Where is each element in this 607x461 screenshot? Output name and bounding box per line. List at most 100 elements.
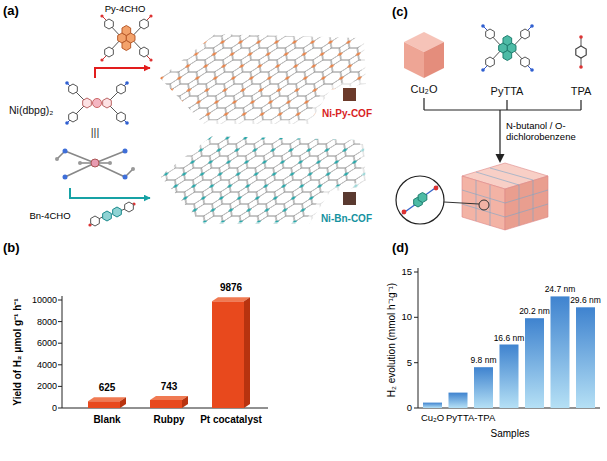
bar <box>474 367 493 408</box>
tpa-molecule <box>579 35 583 39</box>
cof-coated-cube <box>402 210 407 215</box>
pytta-molecule <box>530 68 534 72</box>
ni-complex-3d-model <box>91 159 99 167</box>
py-4cho-molecule <box>105 47 114 57</box>
tick-label: 2000 <box>37 381 57 392</box>
pytta-molecule <box>503 51 512 61</box>
ni-complex-3d-model <box>55 149 135 180</box>
bar <box>150 400 182 408</box>
pytta-molecule <box>483 26 532 70</box>
ni-complex-3d-model <box>78 161 82 165</box>
bar-chart-axes <box>414 272 418 408</box>
py-4cho-molecule <box>140 47 149 57</box>
tick-label: 10 <box>401 312 412 323</box>
bar <box>88 297 250 408</box>
bn-4cho-molecule <box>113 207 122 217</box>
reaction-arrow <box>70 188 150 198</box>
bn-4cho-molecule <box>125 202 134 212</box>
edge-label: Py-4CHO <box>105 3 146 14</box>
py-4cho-molecule <box>100 14 103 17</box>
py-4cho-molecule <box>122 26 131 36</box>
reaction-lines <box>496 154 505 163</box>
value-label: 743 <box>161 381 178 393</box>
ni-complex-3d-model <box>63 149 68 154</box>
py-4cho-molecule <box>105 19 114 29</box>
ni-complex-3d-model <box>55 157 59 161</box>
solvent-note: N-butanol / O-dichlorobenzene <box>506 120 601 143</box>
ni-bn-cof-lattice <box>160 136 362 222</box>
ni-complex-molecule <box>117 112 126 122</box>
axis-title: Yield of H₂ μmol g⁻¹ h⁻¹ <box>12 298 24 405</box>
py-4cho-molecule <box>100 58 103 61</box>
category-label: Blank <box>93 414 120 426</box>
node-label: Ni-Bn-COF <box>321 213 372 225</box>
ni-complex-3d-model <box>123 175 128 180</box>
bar <box>449 393 468 408</box>
value-label: 625 <box>99 382 116 394</box>
bar <box>212 301 244 408</box>
cof-coated-cube <box>444 202 479 204</box>
panel-letter: (a) <box>3 3 19 19</box>
node-label: TPA <box>571 85 592 98</box>
pytta-molecule <box>486 57 495 67</box>
node-label: Ni-Py-COF <box>322 108 372 120</box>
ni-complex-3d-model <box>131 167 135 171</box>
tpa-molecule <box>576 35 586 69</box>
bar <box>500 345 519 409</box>
pytta-molecule <box>486 29 495 39</box>
reaction-arrow <box>95 68 150 78</box>
bar-label: 16.6 nm <box>494 332 525 342</box>
precursor: PyTTA <box>462 18 552 100</box>
node-label: Ni(dbpg)₂ <box>9 104 53 117</box>
bar-chart-axes <box>414 268 600 408</box>
bar-label: 24.7 nm <box>545 284 576 294</box>
bar-chart-axes <box>62 296 268 408</box>
category-label: Cu₂O <box>421 412 444 423</box>
cu2o-cube <box>404 42 424 78</box>
ni-complex-molecule <box>65 81 69 85</box>
bar <box>551 296 570 408</box>
edge-label: Bn-4CHO <box>29 210 70 221</box>
pytta-molecule <box>481 68 485 72</box>
cu2o-cube <box>424 42 444 78</box>
bar <box>212 297 250 301</box>
bar-chart-axes <box>58 300 62 408</box>
cof-structure: Ni-Py-COF <box>150 28 375 123</box>
axis-title: H₂ evolution (mmol h⁻¹g⁻¹) <box>386 283 398 397</box>
axis-title: Samples <box>491 428 530 440</box>
ni-complex-molecule <box>125 81 129 85</box>
value-label: 9876 <box>220 282 242 294</box>
bar-chart-axes <box>418 268 600 408</box>
pytta-molecule <box>490 34 525 62</box>
ni-complex-molecule <box>69 112 78 122</box>
pytta-molecule <box>503 36 512 46</box>
category-label: Pt cocatalyst <box>200 414 262 426</box>
precursor: TPA <box>560 24 602 100</box>
pytta-molecule <box>521 57 530 67</box>
tick-label: 4000 <box>37 359 57 370</box>
ni-complex-3d-model <box>57 151 133 177</box>
cof-coated-cube <box>402 186 438 214</box>
equivalence-mark: ||| <box>91 126 100 139</box>
bar-label: 29.6 nm <box>570 295 601 305</box>
tpa-molecule <box>579 65 583 69</box>
cu2o-cube <box>404 32 444 78</box>
ni-complex-molecule <box>67 83 127 123</box>
cof-coated-cube <box>396 176 444 224</box>
node-label: PyTTA <box>491 85 524 98</box>
cof-coated-cube <box>418 193 427 203</box>
metal-complex: Ni(dbpg)₂ <box>5 78 145 188</box>
tick-label: 0 <box>52 403 57 414</box>
panel-letter: (d) <box>392 240 409 256</box>
cof-coated-cube <box>462 168 548 226</box>
ni-complex-3d-model <box>63 175 68 180</box>
node-label: Cu₂O <box>411 83 438 96</box>
bar <box>423 296 595 408</box>
ni-complex-molecule <box>103 98 112 108</box>
ni-complex-molecule <box>73 89 121 117</box>
bar-label: 20.2 nm <box>519 306 550 316</box>
pytta-molecule <box>481 24 485 28</box>
cof-coated-cube <box>396 163 548 230</box>
ni-py-cof-lattice <box>343 88 356 101</box>
